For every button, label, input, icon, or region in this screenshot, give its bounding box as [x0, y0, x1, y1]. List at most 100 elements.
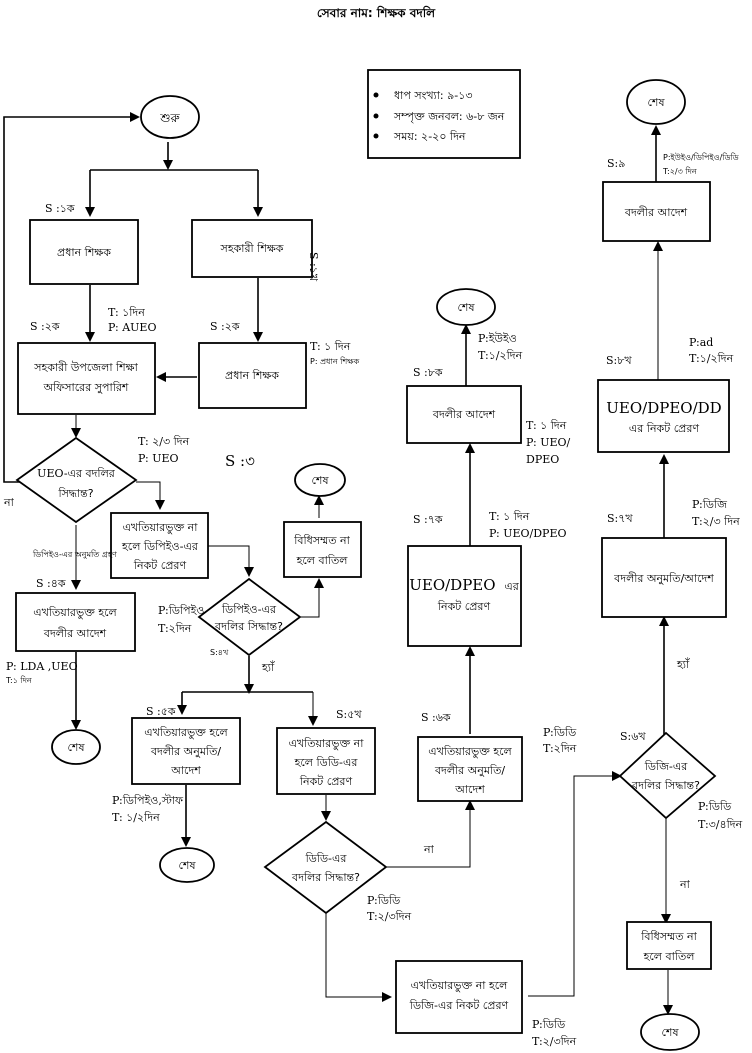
svg-text:বদলির সিদ্ধান্ত?: বদলির সিদ্ধান্ত? — [631, 779, 700, 792]
label-p-ueo-8k: P:ইউইও — [478, 332, 517, 345]
label-t-12din: T: ১/২দিন — [112, 811, 160, 824]
label-s-4k: S :৪ক — [36, 577, 66, 590]
dd-decision-node[interactable]: ডিডি-এর বদলির সিদ্ধান্ত? — [263, 820, 388, 915]
label-t-23din-dd2: T:২/৩দিন — [532, 1035, 577, 1048]
label-p-ad: P:ad — [689, 336, 713, 349]
svg-text:অফিসারের সুপারিশ: অফিসারের সুপারিশ — [43, 381, 129, 394]
svg-text:বিধিসম্মত না: বিধিসম্মত না — [293, 534, 350, 547]
label-s-7kh: S:৭খ — [607, 512, 633, 525]
label-s-6kh: S:৬খ — [620, 730, 646, 743]
page-title: সেবার নাম: শিক্ষক বদলি — [317, 5, 436, 20]
forward-to-dd-node[interactable]: এখতিয়ারভুক্ত না হলে ডিডি-এর নিকট প্রেরণ — [276, 727, 376, 795]
svg-text:শেষ: শেষ — [647, 96, 665, 109]
label-s-4kh: S:৪খ — [210, 648, 229, 657]
svg-text:UEO/DPEO এর: UEO/DPEO এর — [409, 576, 519, 594]
label-s-3: S :৩ — [225, 452, 255, 470]
label-p-ueo: P: UEO — [138, 452, 179, 465]
to-ueo-dpeo-dd-node[interactable]: UEO/DPEO/DD এর নিকট প্রেরণ — [597, 379, 730, 453]
order-8k-node[interactable]: বদলীর আদেশ — [406, 385, 522, 444]
forward-to-dg-node[interactable]: এখতিয়ারভুক্ত না হলে ডিজি-এর নিকট প্রেরণ — [395, 960, 523, 1034]
svg-text:এখতিয়ারভুক্ত না হলে: এখতিয়ারভুক্ত না হলে — [411, 979, 509, 992]
end-node-4[interactable]: শেষ — [436, 288, 496, 326]
label-p-lda: P: LDA ,UEO — [6, 660, 78, 673]
label-p-dd-2: P:ডিডি — [532, 1018, 566, 1031]
assistant-teacher-node[interactable]: সহকারী শিক্ষক — [191, 219, 313, 278]
end-node-5[interactable]: শেষ — [626, 79, 686, 125]
svg-text:বদলীর আদেশ: বদলীর আদেশ — [43, 627, 107, 640]
label-s-6k: S :৬ক — [421, 711, 451, 724]
svg-text:UEO-এর বদলির: UEO-এর বদলির — [37, 467, 116, 480]
head-teacher-2-node[interactable]: প্রধান শিক্ষক — [198, 342, 307, 409]
svg-text:ডিপিইও-এর: ডিপিইও-এর — [221, 603, 277, 616]
svg-text:বদলির সিদ্ধান্ত?: বদলির সিদ্ধান্ত? — [214, 620, 283, 633]
label-no-dg: না — [679, 878, 691, 891]
label-p-aueo: P: AUEO — [108, 321, 156, 334]
label-t-1din-7k: T: ১ দিন — [489, 510, 530, 523]
cancel-node-1[interactable]: বিধিসম্মত না হলে বাতিল — [283, 521, 362, 578]
label-p-dd-3: P:ডিডি — [543, 726, 577, 739]
cancel-node-2[interactable]: বিধিসম্মত না হলে বাতিল — [626, 921, 712, 970]
label-t-1din: T: ১দিন — [108, 306, 145, 319]
end-node-2[interactable]: শেষ — [294, 463, 346, 497]
svg-text:হলে ডিপিইও-এর: হলে ডিপিইও-এর — [121, 540, 199, 553]
label-s-2k-right: S :২ক — [210, 320, 240, 333]
label-t-1din-lda: T:১ দিন — [5, 676, 32, 685]
svg-text:শুরু: শুরু — [159, 111, 180, 125]
dpeo-permit-node[interactable]: এখতিয়ারভুক্ত হলে বদলীর অনুমতি/ আদেশ — [131, 717, 241, 785]
svg-text:হলে বাতিল: হলে বাতিল — [643, 950, 696, 963]
label-yes-2: হ্যাঁ — [676, 657, 690, 671]
label-s-8k: S :৮ক — [413, 366, 443, 379]
to-ueo-dpeo-node[interactable]: UEO/DPEO এর নিকট প্রেরণ — [407, 545, 522, 647]
label-p-dpeo-staff: P:ডিপিইও,স্টাফ — [112, 794, 184, 807]
dg-decision-node[interactable]: ডিজি-এর বদলির সিদ্ধান্ত? — [618, 731, 717, 820]
ueo-order-node[interactable]: এখতিয়ারভুক্ত হলে বদলীর আদেশ — [15, 592, 136, 652]
label-s-2k-left: S :২ক — [30, 320, 60, 333]
label-p-head: P: প্রধান শিক্ষক — [310, 357, 360, 366]
label-p-dpeo: P:ডিপিইও — [158, 604, 204, 617]
dpeo-decision-node[interactable]: ডিপিইও-এর বদলির সিদ্ধান্ত? — [197, 577, 302, 657]
svg-text:শেষ: শেষ — [178, 859, 196, 872]
start-node[interactable]: শুরু — [140, 95, 200, 139]
forward-to-dpeo-node[interactable]: এখতিয়ারভুক্ত না হলে ডিপিইও-এর নিকট প্রে… — [110, 512, 209, 579]
end-node-3[interactable]: শেষ — [159, 847, 215, 883]
svg-text:প্রধান শিক্ষক: প্রধান শিক্ষক — [57, 246, 111, 259]
svg-text:এখতিয়ারভুক্ত হলে: এখতিয়ারভুক্ত হলে — [144, 726, 228, 739]
head-teacher-node[interactable]: প্রধান শিক্ষক — [29, 219, 139, 285]
label-t-12din-8k: T:১/২দিন — [478, 349, 523, 362]
end-node-6[interactable]: শেষ — [640, 1013, 700, 1051]
svg-text:ডিজি-এর: ডিজি-এর — [644, 760, 689, 773]
label-s-1kh: S :১খ — [307, 252, 320, 282]
label-p-ueo-dpeo: P: UEO/DPEO — [489, 527, 567, 540]
aueo-recommendation-node[interactable]: সহকারী উপজেলা শিক্ষা অফিসারের সুপারিশ — [17, 342, 156, 415]
label-yes-1: হ্যাঁ — [261, 660, 275, 674]
ueo-decision-node[interactable]: UEO-এর বদলির সিদ্ধান্ত? — [15, 436, 138, 524]
svg-text:হলে বাতিল: হলে বাতিল — [296, 554, 349, 567]
dd-permit-node[interactable]: এখতিয়ারভুক্ত হলে বদলীর অনুমতি/ আদেশ — [417, 736, 523, 802]
end-node-1[interactable]: শেষ — [51, 729, 101, 765]
label-s-5kh: S:৫খ — [336, 708, 362, 721]
svg-text:ডিজি-এর নিকট প্রেরণ: ডিজি-এর নিকট প্রেরণ — [409, 999, 509, 1012]
svg-text:বদলির সিদ্ধান্ত?: বদলির সিদ্ধান্ত? — [291, 871, 360, 884]
label-p-ueo-dpeo-a: P: UEO/ — [526, 436, 571, 449]
svg-text:এখতিয়ারভুক্ত না: এখতিয়ারভুক্ত না — [289, 737, 365, 750]
label-s-9: S:৯ — [607, 157, 625, 170]
svg-text:সহকারী শিক্ষক: সহকারী শিক্ষক — [220, 242, 284, 255]
svg-text:আদেশ: আদেশ — [454, 783, 485, 796]
label-no-left: না — [3, 496, 15, 509]
order-9-node[interactable]: বদলীর আদেশ — [602, 181, 711, 242]
svg-text:প্রধান শিক্ষক: প্রধান শিক্ষক — [225, 369, 279, 382]
svg-text:সিদ্ধান্ত?: সিদ্ধান্ত? — [57, 487, 93, 500]
label-t-23din-dd1: T:২/৩দিন — [367, 910, 412, 923]
svg-text:বদলীর আদেশ: বদলীর আদেশ — [432, 408, 496, 421]
svg-text:নিকট প্রেরণ: নিকট প্রেরণ — [299, 775, 353, 788]
svg-text:বদলীর অনুমতি/: বদলীর অনুমতি/ — [434, 764, 505, 777]
svg-text:বদলীর অনুমতি/: বদলীর অনুমতি/ — [150, 745, 221, 758]
svg-text:আদেশ: আদেশ — [170, 764, 201, 777]
label-t-23din-dg: T:২/৩ দিন — [692, 515, 740, 528]
info-time: সময়: ২-২০ দিন — [393, 130, 466, 143]
svg-text:শেষ: শেষ — [67, 741, 85, 754]
label-t-23din-9: T:২/৩ দিন — [662, 167, 697, 176]
info-box: ধাপ সংখ্যা: ৯-১৩ সম্পৃক্ত জনবল: ৬-৮ জন স… — [367, 69, 521, 159]
dg-permit-node[interactable]: বদলীর অনুমতি/আদেশ — [601, 537, 727, 618]
